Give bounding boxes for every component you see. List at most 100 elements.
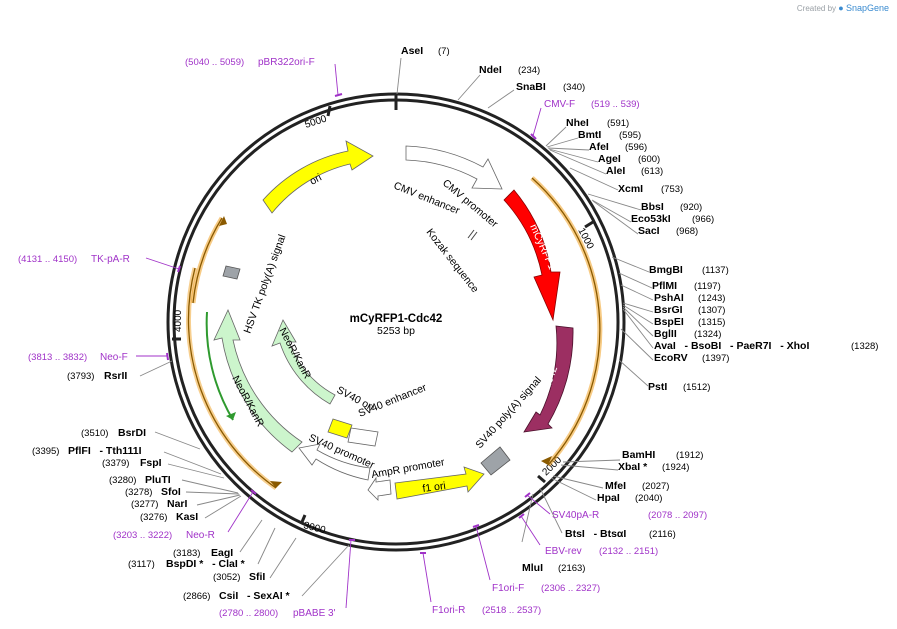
svg-text:(2116): (2116) — [649, 529, 676, 540]
primer-f1ori-r: F1ori-R — [432, 605, 465, 616]
svg-text:(1243): (1243) — [698, 293, 725, 304]
mcyrfp1-feature[interactable] — [503, 189, 561, 322]
svg-text:(1197): (1197) — [694, 281, 721, 292]
svg-text:(920): (920) — [680, 202, 702, 213]
primer-neo-r: Neo-R — [186, 530, 215, 541]
f1-ori-feature[interactable] — [394, 466, 485, 500]
site-pflmi: PflMI — [652, 280, 677, 292]
svg-text:(3183): (3183) — [173, 548, 200, 559]
svg-text:(1324): (1324) — [694, 329, 721, 340]
svg-text:(1924): (1924) — [662, 462, 689, 473]
site-eco53ki: Eco53kI — [631, 213, 671, 225]
svg-text:(3276): (3276) — [140, 512, 167, 523]
svg-text:(2306 .. 2327): (2306 .. 2327) — [541, 583, 600, 594]
sv40-ori-label: SV40 ori — [335, 384, 376, 414]
svg-text:(2132 .. 2151): (2132 .. 2151) — [599, 546, 658, 557]
orf-arrow-head-2 — [219, 216, 227, 226]
site-eagI: EagI — [211, 547, 233, 559]
site-xcmI: XcmI — [618, 183, 643, 195]
primer-f1ori-f: F1ori-F — [492, 583, 524, 594]
sv40-polya-feature[interactable] — [480, 446, 511, 476]
site-pstI: PstI — [648, 381, 667, 393]
site-leaders — [139, 57, 654, 597]
site-sfoI: SfoI — [161, 486, 181, 498]
ori-feature[interactable] — [262, 140, 374, 214]
svg-text:(5040 .. 5059): (5040 .. 5059) — [185, 57, 244, 68]
cdc42-feature[interactable] — [523, 325, 574, 433]
neor-inner-feature[interactable] — [271, 319, 336, 405]
svg-text:(591): (591) — [607, 118, 629, 129]
kozak-mark — [467, 229, 475, 239]
primer-ebv-rev: EBV-rev — [545, 546, 582, 557]
primer-sv40pa-r: SV40pA-R — [552, 510, 599, 521]
site-bsrdi: BsrDI — [118, 427, 146, 439]
svg-text:(3277): (3277) — [131, 499, 158, 510]
site-pflfi: PflFI - Tth111I — [68, 445, 142, 457]
tick-label-4000: 4000 — [173, 309, 184, 332]
svg-text:(7): (7) — [438, 46, 450, 57]
f1-ori-label: f1 ori — [422, 480, 447, 495]
svg-text:(519 .. 539): (519 .. 539) — [591, 99, 640, 110]
site-sfiI: SfiI — [249, 571, 265, 583]
svg-text:(2163): (2163) — [558, 563, 585, 574]
primer-leaders — [136, 63, 551, 609]
svg-text:(3813 .. 3832): (3813 .. 3832) — [28, 352, 87, 363]
site-pshai: PshAI — [654, 292, 684, 304]
site-bmtI: BmtI — [578, 129, 601, 141]
svg-text:(1512): (1512) — [683, 382, 710, 393]
svg-text:(2866): (2866) — [183, 591, 210, 602]
svg-text:(2780 .. 2800): (2780 .. 2800) — [219, 608, 278, 619]
site-btsI: BtsI - BtsαI — [565, 528, 626, 540]
cmv-arrow[interactable] — [405, 145, 503, 190]
neor-orf-arrow — [226, 412, 236, 420]
ampr-promoter-label: AmpR promoter — [370, 456, 446, 481]
site-afeI: AfeI — [589, 141, 609, 153]
svg-text:(4131 .. 4150): (4131 .. 4150) — [18, 254, 77, 265]
svg-text:(1137): (1137) — [702, 265, 729, 276]
svg-text:(3395): (3395) — [32, 446, 59, 457]
svg-text:(3278): (3278) — [125, 487, 152, 498]
site-labels: AseI (7) NdeI (234) SnaBI (340) NheI (59… — [32, 45, 878, 602]
site-ageI: AgeI — [598, 153, 621, 165]
svg-text:(1307): (1307) — [698, 305, 725, 316]
sv40-enhancer-feature[interactable] — [347, 427, 379, 447]
site-bamhi: BamHI — [622, 449, 655, 461]
hsv-tk-polya-label: HSV TK poly(A) signal — [242, 233, 289, 335]
sv40-ori-feature[interactable] — [327, 418, 353, 439]
kozak-label: Kozak sequence — [424, 226, 481, 295]
svg-text:(340): (340) — [563, 82, 585, 93]
tick-5000 — [326, 105, 332, 117]
site-xbaI: XbaI * — [618, 461, 648, 473]
tick-3000 — [300, 514, 307, 523]
site-ndeI: NdeI — [479, 64, 502, 76]
svg-text:(595): (595) — [619, 130, 641, 141]
tick-1000 — [584, 220, 594, 229]
site-bmgbi: BmgBI — [649, 264, 683, 276]
site-kasI: KasI — [176, 511, 198, 523]
svg-text:(1912): (1912) — [676, 450, 703, 461]
site-bsrgi: BsrGI — [654, 304, 683, 316]
svg-text:(1315): (1315) — [698, 317, 725, 328]
site-fspI: FspI — [140, 457, 162, 469]
site-bspdi: BspDI * - ClaI * — [166, 558, 246, 570]
neor-orf-arc — [205, 311, 234, 421]
orf-arcs-core — [187, 177, 601, 489]
snapgene-watermark: Created by ● SnapGene — [797, 3, 889, 13]
svg-text:(2027): (2027) — [642, 481, 669, 492]
site-ecorv: EcoRV — [654, 352, 688, 364]
svg-text:(3280): (3280) — [109, 475, 136, 486]
sv40-promoter-feature[interactable] — [298, 443, 371, 481]
orf-arrow-head — [541, 456, 552, 465]
watermark-brand: SnapGene — [845, 3, 889, 13]
site-bbsI: BbsI — [641, 201, 664, 213]
site-csiI: CsiI - SexAI * — [219, 590, 291, 602]
hsv-tk-polya-feature[interactable] — [222, 265, 241, 280]
svg-text:(3793): (3793) — [67, 371, 94, 382]
neor-outer-feature[interactable] — [213, 308, 303, 453]
sv40-polya-label: SV40 poly(A) signal — [473, 374, 544, 451]
site-aseI: AseI — [401, 45, 423, 57]
ampr-promoter-feature[interactable] — [367, 476, 392, 501]
site-avaI: AvaI - BsoBI - PaeR7I - XhoI — [654, 340, 809, 352]
tick-label-3000: 3000 — [302, 520, 327, 536]
